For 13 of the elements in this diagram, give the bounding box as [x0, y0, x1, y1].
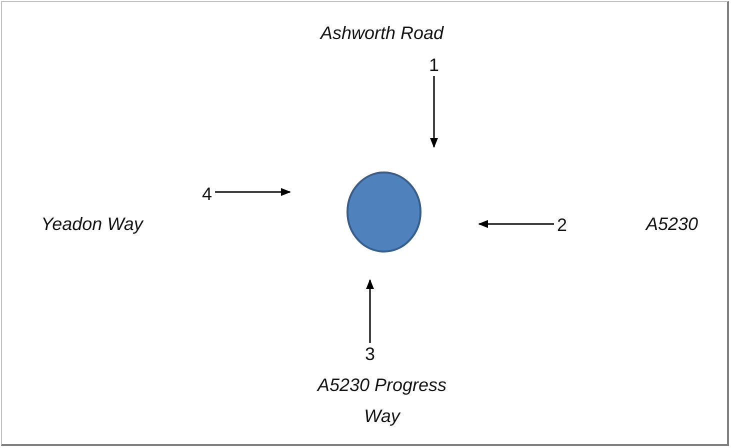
arrow: [478, 220, 554, 228]
road-name: A5230: [644, 213, 700, 236]
arrow: [430, 76, 438, 148]
arrow: [215, 188, 291, 196]
approach-number: 4: [199, 183, 215, 205]
approach-number: 1: [426, 54, 442, 76]
road-name: Yeadon Way: [40, 213, 145, 236]
roundabout-circle: [346, 171, 422, 253]
road-name: Ashworth Road: [318, 22, 445, 45]
approach-number: 2: [554, 214, 570, 236]
approach-number: 3: [362, 343, 378, 365]
arrow: [366, 279, 374, 343]
road-name: A5230 Progress Way: [316, 374, 448, 428]
